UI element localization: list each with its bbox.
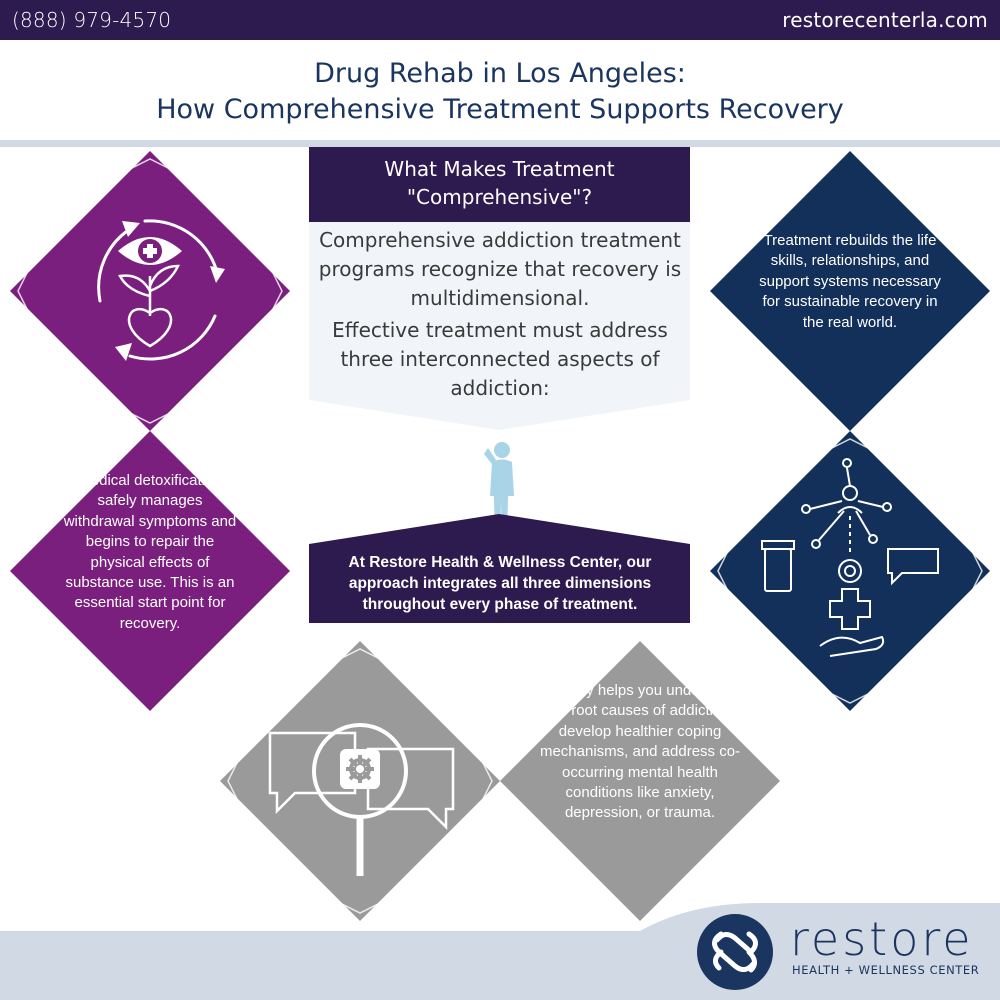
center-heading: What Makes Treatment "Comprehensive"?	[309, 147, 690, 222]
magnifier-chat-icon	[220, 641, 500, 921]
center-heading-line-1: What Makes Treatment	[384, 157, 615, 181]
page-title: Drug Rehab in Los Angeles: How Comprehen…	[0, 56, 1000, 128]
diamond-medical-detox: Medical detoxification safely manages wi…	[10, 431, 290, 711]
title-line-2: How Comprehensive Treatment Supports Rec…	[156, 94, 844, 125]
center-heading-line-2: "Comprehensive"?	[406, 185, 593, 209]
center-para-1: Comprehensive addiction treatment progra…	[318, 228, 682, 310]
logo-tagline: HEALTH + WELLNESS CENTER	[792, 963, 980, 977]
diamond-eye-plant	[10, 151, 290, 431]
approach-banner-text: At Restore Health & Wellness Center, our…	[348, 554, 652, 613]
life-skills-text: Treatment rebuilds the life skills, rela…	[759, 232, 941, 331]
network-people-icon	[710, 431, 990, 711]
approach-banner	[309, 513, 690, 623]
diamond-network	[710, 431, 990, 711]
center-body-panel	[309, 222, 690, 430]
diamond-life-skills: Treatment rebuilds the life skills, rela…	[710, 151, 990, 431]
diamond-therapy: Therapy helps you understand the root ca…	[500, 641, 780, 921]
diamond-magnifier	[220, 641, 500, 921]
center-para-2: Effective treatment must address three i…	[332, 318, 668, 400]
therapy-text: Therapy helps you understand the root ca…	[538, 682, 742, 822]
eye-heart-plant-icon	[10, 151, 290, 431]
title-line-1: Drug Rehab in Los Angeles:	[314, 58, 686, 89]
diamond-life-skills-shape	[710, 151, 990, 431]
logo-wordmark: restore	[790, 912, 974, 966]
center-body-text: Comprehensive addiction treatment progra…	[312, 226, 688, 403]
top-bar: (888) 979-4570 restorecenterla.com	[0, 0, 1000, 40]
phone-number-link[interactable]: (888) 979-4570	[12, 8, 172, 32]
medical-detox-text: Medical detoxification safely manages wi…	[63, 472, 237, 632]
website-link[interactable]: restorecenterla.com	[782, 8, 988, 32]
diamond-therapy-shape	[500, 641, 780, 921]
diamond-medical-shape	[10, 431, 290, 711]
title-divider	[0, 140, 1000, 147]
restore-logo-icon	[697, 914, 773, 990]
